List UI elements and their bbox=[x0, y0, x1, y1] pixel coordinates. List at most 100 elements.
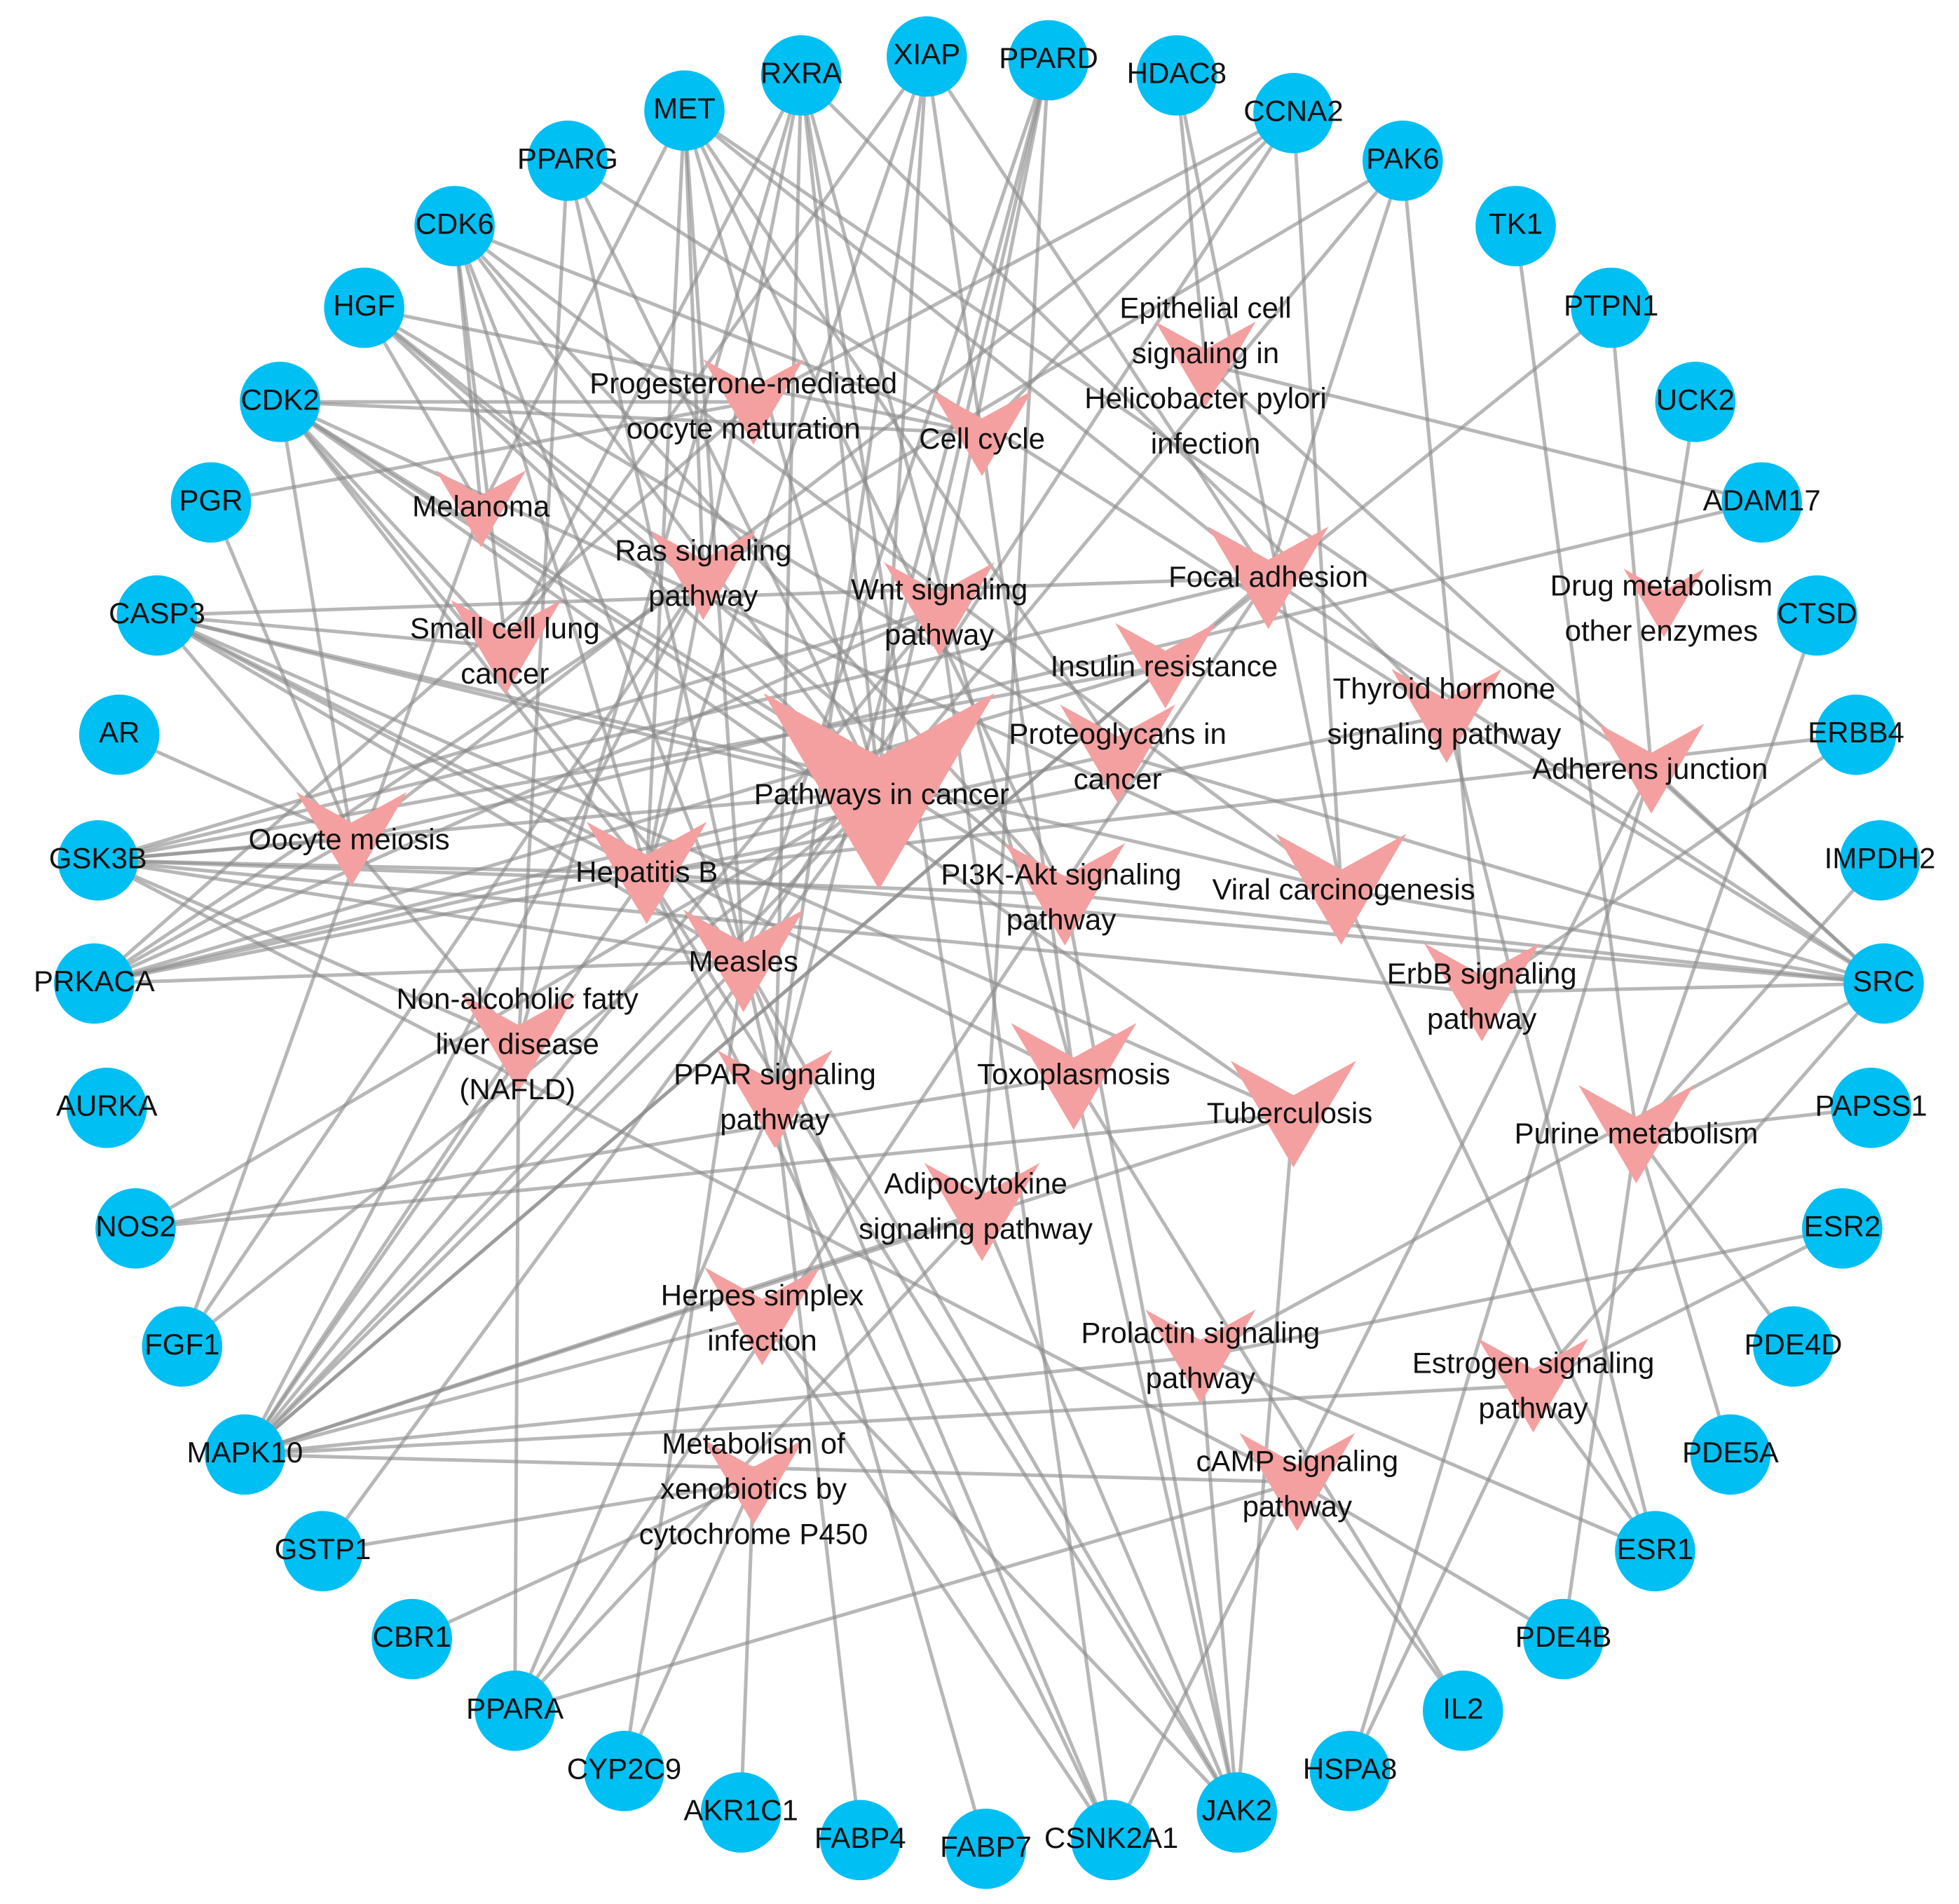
gene-node-hspa8[interactable]: HSPA8 bbox=[1303, 1731, 1398, 1811]
gene-node-jak2[interactable]: JAK2 bbox=[1196, 1772, 1278, 1853]
gene-node-pde4d[interactable]: PDE4D bbox=[1744, 1306, 1843, 1387]
pathway-node-hepatitis[interactable]: Hepatitis B bbox=[575, 822, 718, 925]
edge-jak2-measles bbox=[742, 960, 1238, 1814]
gene-node-ppard[interactable]: PPARD bbox=[999, 20, 1098, 101]
gene-label: PDE4B bbox=[1515, 1620, 1612, 1653]
gene-circle bbox=[1071, 1800, 1152, 1881]
pathway-node-insulin[interactable]: Insulin resistance bbox=[1051, 623, 1278, 709]
gene-node-esr2[interactable]: ESR2 bbox=[1802, 1188, 1883, 1269]
gene-node-esr1[interactable]: ESR1 bbox=[1615, 1511, 1695, 1591]
edge-mapk10-insulin bbox=[243, 664, 1167, 1456]
pathway-node-adherens[interactable]: Adherens junction bbox=[1532, 723, 1768, 814]
gene-node-src[interactable]: SRC bbox=[1843, 943, 1924, 1024]
gene-node-pak6[interactable]: PAK6 bbox=[1363, 121, 1443, 201]
gene-node-mapk10[interactable]: MAPK10 bbox=[187, 1414, 303, 1495]
gene-label: CCNA2 bbox=[1243, 94, 1343, 127]
edge-hgf-cellcycle bbox=[364, 306, 983, 435]
edge-pparg-pathways bbox=[566, 160, 881, 792]
gene-node-ctsd[interactable]: CTSD bbox=[1777, 575, 1857, 656]
pathway-node-oocyte[interactable]: Oocyte meiosis bbox=[249, 791, 450, 886]
gene-node-casp3[interactable]: CASP3 bbox=[109, 575, 205, 656]
gene-node-erbb4[interactable]: ERBB4 bbox=[1808, 694, 1904, 775]
gene-node-aurka[interactable]: AURKA bbox=[56, 1068, 158, 1148]
pathway-arrow-shape bbox=[1145, 1310, 1256, 1403]
edge-prkaca-proteoglycans bbox=[93, 752, 1119, 986]
gene-node-cbr1[interactable]: CBR1 bbox=[371, 1598, 452, 1680]
gene-node-ccna2[interactable]: CCNA2 bbox=[1243, 73, 1344, 154]
gene-node-gstp1[interactable]: GSTP1 bbox=[275, 1511, 371, 1591]
edge-cdk6-pathways bbox=[453, 224, 881, 793]
pathway-node-focal[interactable]: Focal adhesion bbox=[1168, 526, 1368, 630]
pathway-node-toxo[interactable]: Toxoplasmosis bbox=[977, 1023, 1170, 1130]
gene-circle bbox=[95, 1188, 176, 1269]
gene-node-hdac8[interactable]: HDAC8 bbox=[1127, 35, 1227, 116]
pathway-node-melanoma[interactable]: Melanoma bbox=[412, 470, 550, 548]
pathway-node-viral[interactable]: Viral carcinogenesis bbox=[1213, 834, 1475, 945]
gene-node-adam17[interactable]: ADAM17 bbox=[1703, 462, 1821, 543]
gene-node-cdk6[interactable]: CDK6 bbox=[414, 186, 495, 266]
gene-node-ppara[interactable]: PPARA bbox=[466, 1671, 564, 1751]
gene-node-pde4b[interactable]: PDE4B bbox=[1515, 1598, 1612, 1680]
gene-node-impdh2[interactable]: IMPDH2 bbox=[1824, 820, 1936, 901]
gene-node-ar[interactable]: AR bbox=[79, 694, 160, 775]
gene-node-cdk2[interactable]: CDK2 bbox=[240, 362, 320, 442]
gene-node-fgf1[interactable]: FGF1 bbox=[142, 1306, 223, 1387]
gene-label: FABP4 bbox=[814, 1821, 906, 1854]
edge-ppara-adipo bbox=[513, 1211, 983, 1713]
gene-node-il2[interactable]: IL2 bbox=[1423, 1671, 1503, 1751]
edge-met-focal bbox=[683, 109, 1270, 580]
pathway-node-measles[interactable]: Measles bbox=[683, 909, 804, 1012]
gene-node-cyp2c9[interactable]: CYP2C9 bbox=[567, 1731, 681, 1811]
gene-node-xiap[interactable]: XIAP bbox=[887, 16, 967, 97]
edge-prkaca-wnt bbox=[93, 607, 941, 986]
gene-node-papss1[interactable]: PAPSS1 bbox=[1815, 1068, 1927, 1148]
gene-node-pde5a[interactable]: PDE5A bbox=[1682, 1414, 1779, 1495]
gene-node-uck2[interactable]: UCK2 bbox=[1655, 362, 1736, 442]
pathway-label: infection bbox=[1151, 427, 1260, 460]
gene-node-pparg[interactable]: PPARG bbox=[517, 121, 618, 201]
pathway-node-purine[interactable]: Purine metabolism bbox=[1515, 1084, 1759, 1183]
gene-node-prkaca[interactable]: PRKACA bbox=[34, 943, 155, 1024]
gene-node-fabp7[interactable]: FABP7 bbox=[940, 1809, 1032, 1889]
gene-label: ESR2 bbox=[1804, 1209, 1881, 1242]
edge-pak6-pathways bbox=[878, 159, 1405, 793]
gene-label: MET bbox=[653, 92, 716, 125]
gene-node-akr1c1[interactable]: AKR1C1 bbox=[683, 1772, 798, 1853]
gene-node-hgf[interactable]: HGF bbox=[324, 267, 404, 348]
gene-node-met[interactable]: MET bbox=[644, 70, 725, 151]
gene-node-gsk3b[interactable]: GSK3B bbox=[49, 820, 147, 901]
gene-node-ptpn1[interactable]: PTPN1 bbox=[1564, 267, 1658, 348]
gene-node-rxra[interactable]: RXRA bbox=[760, 35, 842, 116]
edge-src-estrogen bbox=[1531, 982, 1885, 1387]
pathway-node-tb[interactable]: Tuberculosis bbox=[1207, 1061, 1373, 1168]
pathway-label: Oocyte meiosis bbox=[249, 822, 450, 855]
gene-node-tk1[interactable]: TK1 bbox=[1475, 186, 1556, 266]
edge-casp3-smallcell bbox=[156, 613, 507, 649]
edge-esr2-prolactin bbox=[1200, 1226, 1843, 1359]
gene-node-csnk2a1[interactable]: CSNK2A1 bbox=[1044, 1800, 1178, 1881]
pathway-node-cellcycle[interactable]: Cell cycle bbox=[919, 390, 1045, 476]
gene-node-fabp4[interactable]: FABP4 bbox=[814, 1800, 906, 1881]
gene-node-pgr[interactable]: PGR bbox=[170, 462, 252, 543]
pathway-node-pathways[interactable]: Pathways in cancer bbox=[754, 693, 1009, 890]
gene-node-nos2[interactable]: NOS2 bbox=[95, 1188, 176, 1269]
